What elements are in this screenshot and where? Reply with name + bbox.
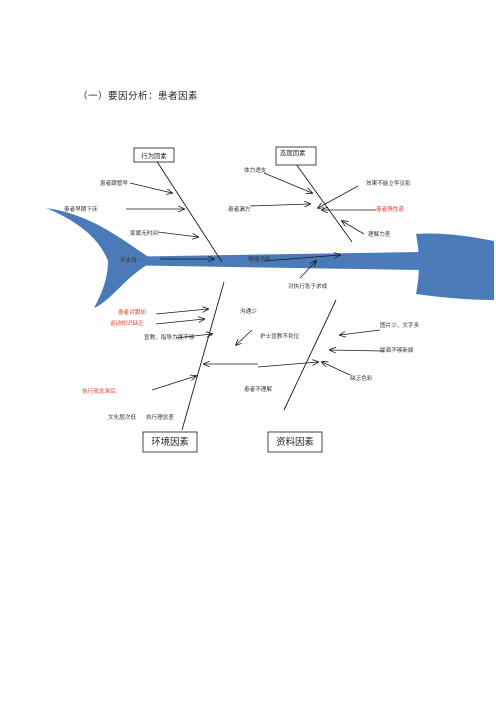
cause-label: 患者跟管早	[100, 179, 128, 187]
cause-label: 护士宣教不到位	[260, 332, 300, 340]
arrow-at-5	[342, 221, 365, 235]
cause-label: 缺乏色彩	[350, 374, 373, 382]
arrow-env-7	[236, 329, 253, 345]
category-material-box: 资料因素	[267, 431, 323, 453]
arrow-env-3	[175, 334, 212, 339]
cause-label: 体力透支	[244, 166, 267, 174]
cause-label: 患者对跟加	[118, 308, 146, 316]
cause-label: 不支持	[120, 256, 137, 264]
cause-label: 患者不理解	[244, 385, 272, 393]
cause-label: 家属无时间	[130, 229, 158, 237]
arrow-at-1	[263, 172, 312, 193]
cause-label: 患者早期下床	[64, 205, 98, 213]
arrow-env-4	[151, 376, 196, 391]
cause-label: 运动知识缺乏	[110, 319, 144, 327]
cause-label: 图片少，文字多	[380, 321, 420, 329]
arrow-env-1	[155, 309, 208, 315]
cause-label: 执行观念滞后	[82, 387, 116, 395]
arrow-at-3	[318, 185, 359, 208]
arrow-at-2	[249, 204, 310, 206]
cause-label: 文化层次低	[108, 413, 136, 421]
arrow-bh-3	[157, 231, 198, 237]
category-behavior-box: 行为因素	[133, 147, 175, 163]
category-attitude-label: 态度因素	[280, 148, 306, 157]
cause-label: 效果不能立竿见影	[366, 179, 411, 187]
category-material-label: 资料因素	[276, 436, 314, 448]
cause-label: 情绪消极	[248, 255, 271, 263]
cause-label: 沟通少	[240, 307, 257, 315]
bone-behavior	[155, 159, 223, 263]
bone-material	[283, 299, 337, 411]
cause-label: 对执行急于求成	[288, 282, 328, 290]
section-title: （一）要因分析：患者因素	[78, 91, 199, 102]
arrow-at-6	[263, 255, 340, 262]
fish-tail-shape	[46, 208, 150, 308]
arrow-mat-2	[330, 350, 385, 351]
arrow-mat-3	[322, 362, 351, 376]
category-environment-label: 环境因素	[151, 436, 189, 448]
fish-head-shape	[416, 233, 494, 300]
category-behavior-label: 行为因素	[141, 151, 167, 160]
cause-label: 版面不够新颖	[380, 346, 414, 354]
cause-label: 患者惰性惑	[376, 205, 404, 213]
cause-label: 患者漏方	[228, 205, 251, 213]
arrow-env-2	[155, 319, 204, 325]
arrow-bh-1	[129, 182, 172, 193]
arrow-mat-1	[340, 329, 381, 335]
cause-label: 宣教、指导力度不够	[144, 333, 195, 341]
cause-label: 理解力差	[368, 230, 391, 238]
category-environment-box: 环境因素	[142, 431, 198, 453]
arrow-mat-4	[257, 362, 318, 368]
cause-label: 执行理念差	[146, 413, 174, 421]
category-attitude-box: 态度因素	[275, 146, 317, 166]
bone-environment	[181, 281, 225, 431]
bone-attitude	[295, 163, 353, 243]
arrow-at-7	[299, 261, 316, 279]
